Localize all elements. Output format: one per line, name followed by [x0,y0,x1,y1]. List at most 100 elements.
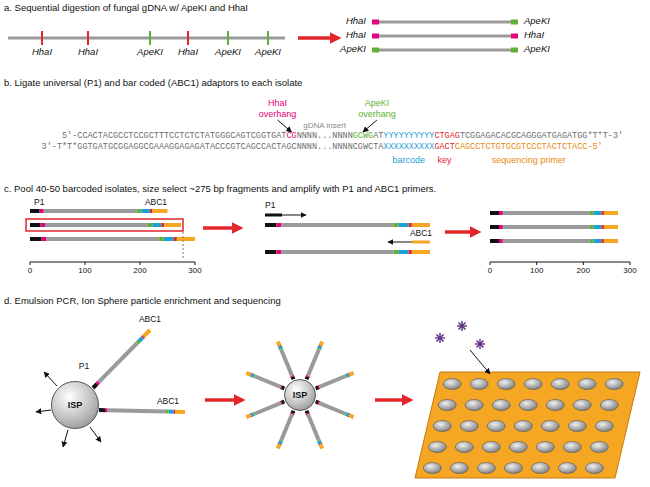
adaptor-fragment [399,250,409,254]
adaptor-fragment [490,211,499,215]
arrow [90,427,101,442]
sensor-well [460,421,478,432]
sensor-well [470,379,488,390]
sensor-well [558,463,576,474]
enzyme-label: HhaI [346,30,366,41]
sensor-well [428,442,446,453]
sensor-well [504,463,522,474]
adaptor-fragment [164,237,174,241]
adaptor-fragment [174,237,177,241]
adaptor-fragment [590,211,594,215]
enzyme-label: ApeKI [137,47,163,58]
adaptor-fragment [292,377,293,380]
enzyme-label: ApeKI [524,16,550,27]
sequencing-chip [415,372,640,478]
axis-tick-label: 0 [28,266,32,275]
arrow [44,372,57,386]
process-arrow [203,226,240,230]
primer-label: P1 [265,201,275,211]
sensor-well [487,421,505,432]
adaptor-fragment [47,237,159,241]
axis-tick-label: 300 [623,266,636,275]
axis-tick-label: 300 [188,266,201,275]
enzyme-label: ApeKI [524,44,550,55]
panel-title: a. Sequential digestion of fungal gDNA w… [4,3,248,14]
adaptor-fragment [141,209,149,213]
panel-title: b. Ligate universal (P1) and bar coded (… [4,78,302,89]
overhang-cap [511,48,518,53]
adaptor-fragment [317,441,322,443]
adaptor-fragment [316,387,319,388]
ion-sphere-particle: ISP [51,381,99,429]
primer-label: ABC1 [157,397,179,407]
adaptor-fragment [44,209,138,213]
adaptor-fragment [409,250,412,254]
enzyme-label: ApeKI [340,44,366,55]
adaptor-fragment [503,211,590,215]
sensor-well [546,400,564,411]
arrow [63,430,68,447]
adaptor-fragment [164,223,181,227]
sensor-well [551,379,569,390]
feature-label: key [438,155,452,165]
enzyme-label: HhaI [32,47,52,58]
sequence-segment: CAGCCTCTGTGCGTCCCTACTCTACC-5' [455,142,603,152]
arrow [282,215,306,216]
adaptor-fragment [409,223,412,227]
adaptor-fragment [139,338,142,341]
adaptor-fragment [152,209,167,213]
axis-tick [490,262,491,265]
process-arrow [375,398,410,402]
sensor-well [450,463,468,474]
axis-tick-label: 200 [133,266,146,275]
nucleotide-star [436,334,443,341]
adaptor-fragment [278,441,283,443]
adaptor-fragment [176,410,185,414]
adaptor-fragment [503,239,590,243]
arrow [363,120,377,132]
sequence-segment: GCWG [353,131,373,141]
adaptor-fragment [594,225,602,229]
sequence-segment: XXXXXXXXXX [383,142,434,152]
cut-site [267,31,269,45]
sensor-well [433,421,451,432]
ion-sphere-particle: ISP [284,379,316,411]
adaptor-fragment [148,223,153,227]
sequence-line: 3'-T*T*GGTGATGCGGAGGCGAAAGGAGAGATACCCGTC… [42,142,603,153]
adaptor-fragment [265,250,277,254]
adaptor-fragment [320,341,322,345]
arrow [388,242,412,243]
adaptor-fragment [292,411,293,414]
enzyme-label: HhaI [346,16,366,27]
size-selection-box [26,219,183,231]
primer-label: P1 [79,362,89,372]
panel-title: d. Emulsion PCR, Ion Sphere particle enr… [4,296,281,307]
sensor-well [443,379,461,390]
process-arrow [205,398,242,402]
sensor-well [514,421,532,432]
primer-label: ABC1 [139,315,161,325]
primer-label: P1 [34,198,44,208]
adaptor-fragment [30,237,42,241]
adaptor-fragment [601,225,604,229]
adaptor-fragment [166,410,169,414]
cut-site [87,31,89,45]
arrow [470,350,490,374]
sensor-well [541,421,559,432]
adaptor-fragment [590,225,594,229]
adaptor-fragment [490,239,499,243]
adaptor-fragment [99,408,105,412]
adaptor-fragment [150,209,153,213]
overhang-label: HhaI overhang [254,98,302,119]
digest-fragment [372,49,518,52]
genomic-dna [8,37,285,40]
sensor-well [585,463,603,474]
adaptor-fragment [307,411,308,414]
abc1-primer [412,241,430,244]
adaptor-fragment [282,223,394,227]
adaptor-fragment [503,225,590,229]
sequence-segment: CGWCTA [353,142,384,152]
axis-tick [85,262,86,265]
primer-label: ABC1 [145,198,167,208]
